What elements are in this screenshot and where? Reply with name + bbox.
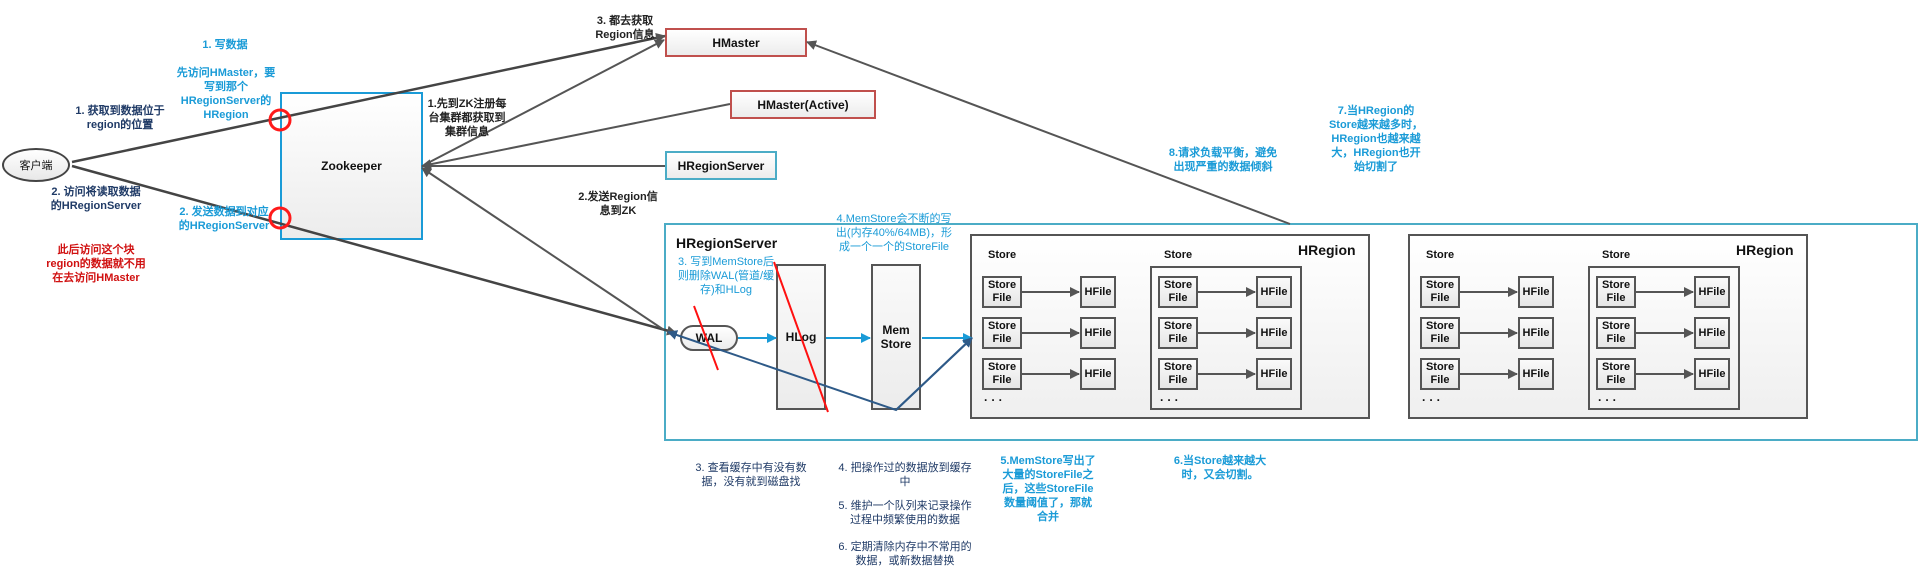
region-to-hmaster-line [806,40,1291,225]
store-ellipsis: · · · [1422,393,1441,407]
hregionserver-container-title: HRegionServer [676,235,778,251]
annotation-merge-storefile: 5.MemStore写出了大量的StoreFile之后，这些StoreFile数… [1000,455,1096,523]
hmaster-active-node[interactable]: HMaster(Active) [730,90,876,119]
storefile-node[interactable]: Store File [1420,276,1460,308]
memstore-label: Mem Store [880,323,912,351]
storefile-node[interactable]: Store File [1596,317,1636,349]
storefile-node[interactable]: Store File [1420,317,1460,349]
hmaster-label: HMaster [712,35,760,50]
storefile-node[interactable]: Store File [1158,317,1198,349]
store-ellipsis: · · · [1598,393,1617,407]
annotation-get-region-location: 1. 获取到数据位于region的位置 [75,105,165,131]
hmaster-node[interactable]: HMaster [665,28,807,57]
client-label: 客户端 [19,160,53,172]
store-ellipsis: · · · [984,393,1003,407]
hlog-node[interactable]: HLog [776,264,826,410]
hlog-label: HLog [785,330,817,344]
hfile-node[interactable]: HFile [1080,358,1116,390]
hfile-node[interactable]: HFile [1080,317,1116,349]
storefile-node[interactable]: Store File [1596,358,1636,390]
annotation-delete-wal: 3. 写到MemStore后则删除WAL(管道/缓存)和HLog [677,256,775,296]
annotation-get-region-info: 3. 都去获取Region信息 [595,15,655,41]
annotation-visit-hmaster: 先访问HMaster，要写到那个HRegionServer的HRegion [176,67,276,121]
annotation-send-to-server: 2. 发送数据到对应的HRegionServer [178,206,270,232]
store-label: Store [988,249,1017,261]
annotation-maintain-queue: 5. 维护一个队列来记录操作过程中频繁使用的数据 [838,500,972,526]
annotation-check-cache: 3. 查看缓存中有没有数据，没有就到磁盘找 [695,462,807,488]
hfile-node[interactable]: HFile [1694,358,1730,390]
client-node[interactable]: 客户端 [2,148,70,182]
annotation-write-data: 1. 写数据 [202,39,248,51]
store-label: Store [1426,249,1455,261]
annotation-region-split: 7.当HRegion的Store越来越多时，HRegion也越来越大，HRegi… [1328,105,1424,173]
storefile-node[interactable]: Store File [1596,276,1636,308]
storefile-node[interactable]: Store File [982,276,1022,308]
annotation-visit-read-server: 2. 访问将读取数据的HRegionServer [50,186,142,212]
annotation-no-need-hmaster: 此后访问这个块region的数据就不用在去访问HMaster [46,244,146,284]
hfile-node[interactable]: HFile [1080,276,1116,308]
hregionserver-node[interactable]: HRegionServer [665,151,777,180]
annotation-send-region-zk: 2.发送Region信息到ZK [578,191,658,217]
hfile-node[interactable]: HFile [1518,276,1554,308]
hfile-node[interactable]: HFile [1694,317,1730,349]
storefile-node[interactable]: Store File [1420,358,1460,390]
wal-label: WAL [695,331,723,345]
storefile-node[interactable]: Store File [982,358,1022,390]
wal-node[interactable]: WAL [680,325,738,351]
storefile-node[interactable]: Store File [1158,276,1198,308]
storefile-node[interactable]: Store File [982,317,1022,349]
zookeeper-node[interactable]: Zookeeper [280,92,423,240]
annotation-memstore-flush: 4.MemStore会不断的写出(内存40%/64MB)，形成一个一个的Stor… [835,213,953,253]
hfile-node[interactable]: HFile [1256,317,1292,349]
annotation-put-cache: 4. 把操作过的数据放到缓存中 [838,462,972,488]
annotation-clear-cache: 6. 定期清除内存中不常用的数据，或新数据替换 [838,541,972,567]
store-label: Store [1602,249,1631,261]
hfile-node[interactable]: HFile [1694,276,1730,308]
hfile-node[interactable]: HFile [1518,317,1554,349]
hmaster-active-label: HMaster(Active) [757,97,849,112]
annotation-register-zk: 1.先到ZK注册每台集群都获取到集群信息 [427,98,507,138]
hfile-node[interactable]: HFile [1256,276,1292,308]
store-ellipsis: · · · [1160,393,1179,407]
hfile-node[interactable]: HFile [1256,358,1292,390]
hfile-node[interactable]: HFile [1518,358,1554,390]
hregion-title: HRegion [1736,242,1794,258]
annotation-load-balance: 8.请求负载平衡，避免出现严重的数据倾斜 [1168,147,1278,173]
hregionserver-label: HRegionServer [677,158,765,173]
store-label: Store [1164,249,1193,261]
hregion-title: HRegion [1298,242,1356,258]
zookeeper-label: Zookeeper [321,159,382,173]
annotation-store-split: 6.当Store越来越大时，又会切割。 [1173,455,1267,481]
memstore-node[interactable]: Mem Store [871,264,921,410]
storefile-node[interactable]: Store File [1158,358,1198,390]
